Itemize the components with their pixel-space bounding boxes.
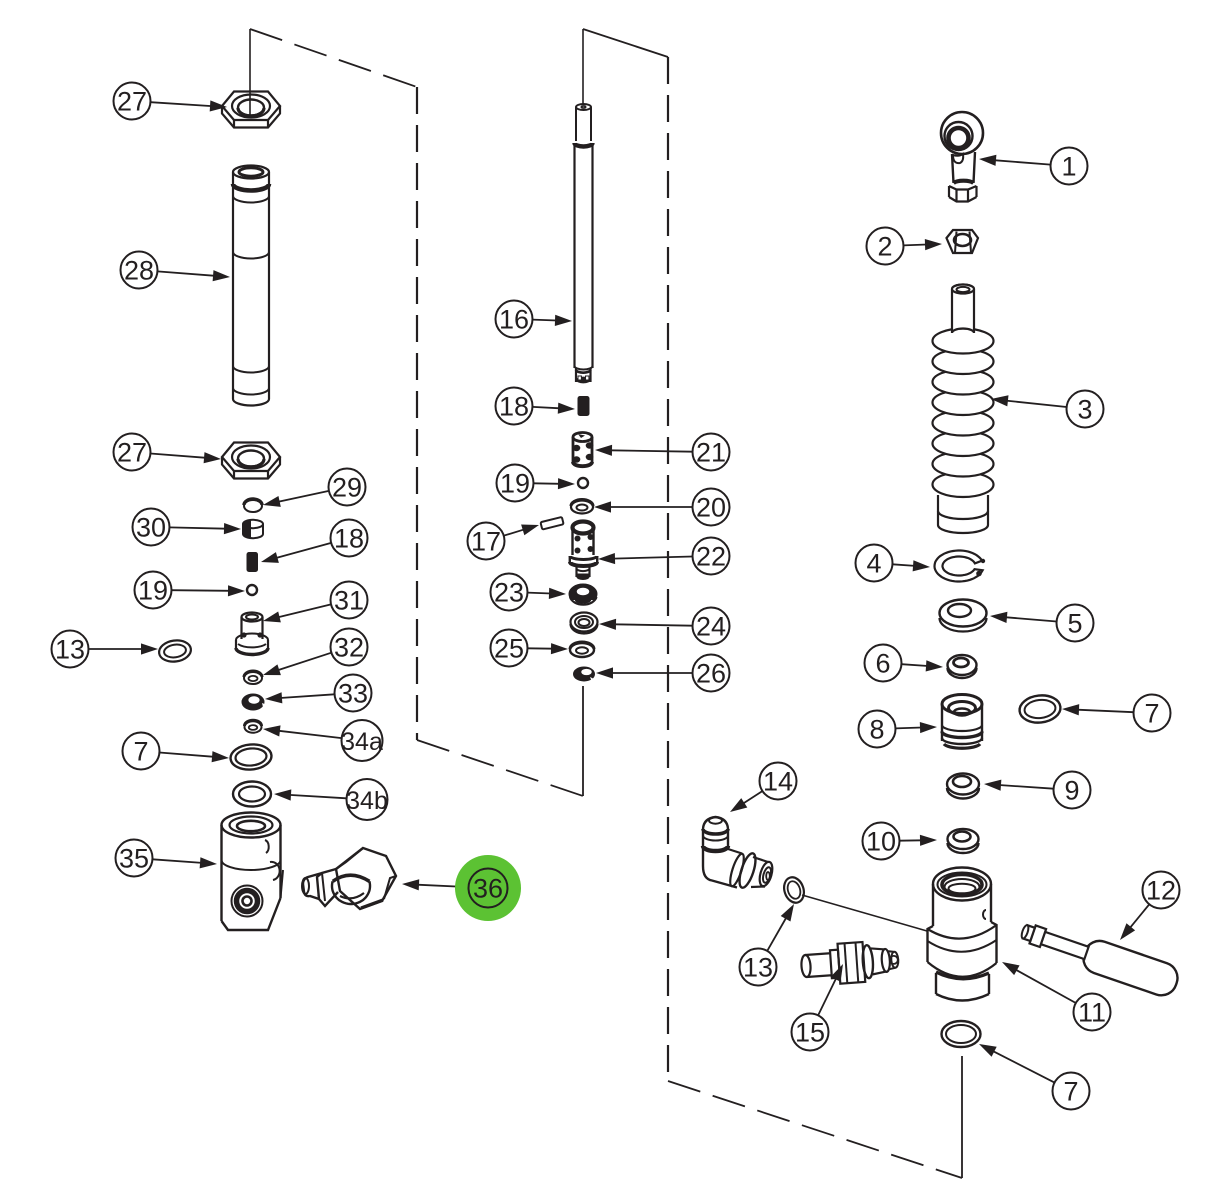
svg-text:11: 11 — [1078, 998, 1106, 1028]
svg-text:22: 22 — [696, 542, 726, 572]
svg-text:18: 18 — [499, 392, 529, 422]
svg-text:7: 7 — [133, 737, 148, 767]
svg-text:24: 24 — [696, 612, 726, 642]
svg-text:13: 13 — [55, 635, 85, 665]
svg-text:34b: 34b — [346, 787, 388, 815]
svg-text:13: 13 — [743, 953, 773, 983]
svg-text:2: 2 — [877, 232, 892, 262]
svg-text:12: 12 — [1146, 876, 1176, 906]
svg-text:15: 15 — [795, 1018, 825, 1048]
svg-text:36: 36 — [473, 874, 503, 904]
svg-text:7: 7 — [1144, 699, 1159, 729]
svg-text:29: 29 — [332, 473, 362, 503]
svg-text:28: 28 — [124, 256, 154, 286]
svg-text:18: 18 — [334, 524, 364, 554]
svg-text:4: 4 — [866, 549, 881, 579]
svg-text:20: 20 — [696, 493, 726, 523]
svg-text:30: 30 — [136, 513, 166, 543]
svg-text:33: 33 — [338, 679, 368, 709]
svg-text:5: 5 — [1067, 609, 1082, 639]
svg-text:3: 3 — [1077, 395, 1092, 425]
svg-text:23: 23 — [494, 578, 524, 608]
svg-text:7: 7 — [1063, 1077, 1078, 1107]
svg-text:16: 16 — [499, 305, 529, 335]
svg-text:31: 31 — [334, 586, 364, 616]
svg-text:34a: 34a — [341, 728, 383, 756]
svg-text:32: 32 — [334, 633, 364, 663]
svg-text:8: 8 — [869, 715, 884, 745]
svg-text:17: 17 — [471, 527, 501, 557]
svg-text:6: 6 — [875, 649, 890, 679]
svg-text:27: 27 — [117, 87, 147, 117]
svg-text:14: 14 — [763, 767, 793, 797]
svg-text:19: 19 — [138, 576, 168, 606]
svg-text:10: 10 — [866, 827, 896, 857]
svg-text:35: 35 — [119, 844, 149, 874]
svg-text:26: 26 — [696, 659, 726, 689]
svg-text:21: 21 — [696, 438, 726, 468]
svg-text:25: 25 — [494, 634, 524, 664]
svg-text:9: 9 — [1064, 776, 1079, 806]
svg-text:1: 1 — [1061, 152, 1076, 182]
svg-text:19: 19 — [500, 469, 530, 499]
svg-text:27: 27 — [117, 438, 147, 468]
